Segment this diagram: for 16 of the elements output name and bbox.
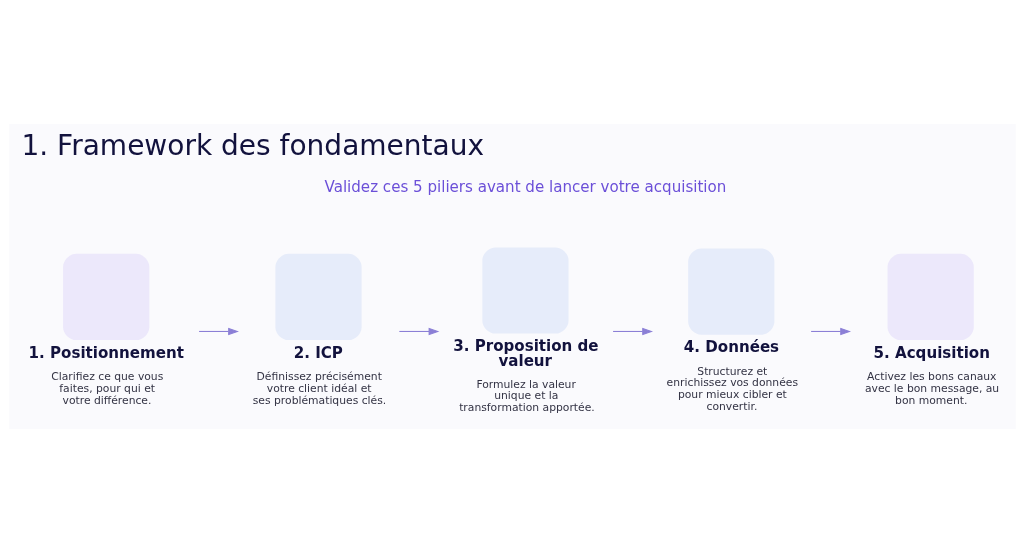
node-label: Structurez et enrichissez vos données pour mieux cibler et convertir. [666,364,798,414]
diagram-title: 1. Framework des fondamentaux [20,129,484,163]
node-label: Formulez la valeur unique et la transformation apportée. [458,377,595,415]
arrow [612,327,653,336]
arrow [810,327,851,336]
node-label: 2. ICP [293,343,343,362]
node-label: 5. Acquisition [873,343,990,362]
arrow [398,327,439,336]
arrow [198,327,239,336]
node-label: 1. Positionnement [28,343,184,362]
node-label: Définissez précisément votre client idéal et ses problématiques clés. [252,369,386,407]
node-label: Clarifiez ce que vous faites, pour qui et votre différence. [50,369,163,407]
node-label: Activez les bons canaux avec le bon message, au bon moment. [864,369,999,407]
node-label: 3. Proposition de valeur [452,337,599,371]
node-label: 4. Données [683,338,779,357]
label: Validez ces 5 piliers avant de lancer votre acquisition [324,177,726,196]
